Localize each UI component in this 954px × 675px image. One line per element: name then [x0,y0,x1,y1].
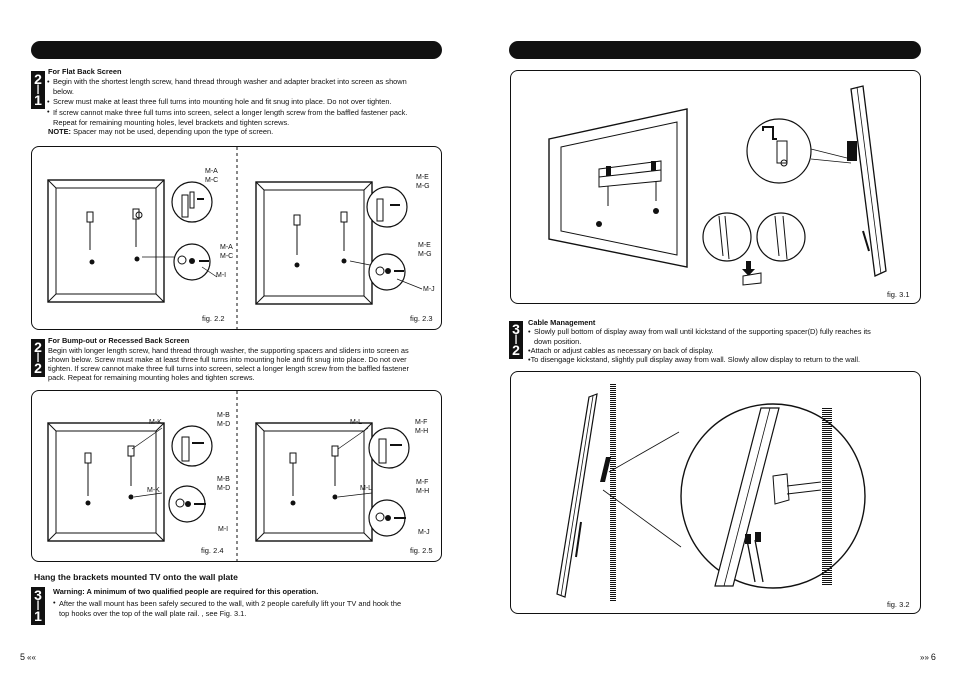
figure-panel-3-2: fig. 3.2 [510,371,921,614]
bullet-icon: • [528,327,531,336]
section-2-2-line: Begin with longer length screw, hand thr… [48,346,409,355]
right-header-bar [509,41,921,59]
step-badge-3-1: 3 | 1 [31,587,45,625]
badge-digit: 1 [34,92,42,108]
callout-label: M-H [416,488,430,495]
callout-label: M-G [416,183,430,190]
section-3-1-line: top hooks over the top of the wall plate… [59,609,247,618]
callout-label: M-E [418,242,431,249]
figure-caption-3-2: fig. 3.2 [887,600,910,609]
bullet-icon: • [47,97,50,106]
section-2-2-line: pack. Repeat for remaining mounting hole… [48,373,255,382]
section-2-2-line: shown below. Screw must make at least th… [48,355,407,364]
figure-3-2-drawing [556,384,866,602]
callout-label: M-G [418,251,432,258]
callout-label: M-L [360,485,373,492]
section-3-2-title: Cable Management [528,318,596,327]
bullet-icon: • [47,107,50,116]
hang-brackets-heading: Hang the brackets mounted TV onto the wa… [34,572,238,582]
section-2-1-line: Screw must make at least three full turn… [53,97,392,106]
callout-label: M-E [416,174,429,181]
badge-digit: 1 [34,608,42,624]
figure-panel-3-1: fig. 3.1 [510,70,921,304]
bullet-icon: • [53,598,56,607]
section-2-1-line: below. [53,87,74,96]
badge-sep: | [514,334,518,345]
badge-digit: 3 [34,587,42,603]
callout-label: M-B [217,476,230,483]
callout-label: M-J [423,286,435,293]
note-label: NOTE: [48,127,71,136]
bullet-icon: • [47,77,50,86]
section-2-1-line: Begin with the shortest length screw, ha… [53,77,407,86]
section-3-2-line: Slowly pull bottom of display away from … [534,327,871,336]
next-arrows-icon: »» [920,653,929,662]
figure-caption-2-5: fig. 2.5 [410,546,433,555]
figure-2-4-2-5-drawing [47,391,410,561]
callout-label: M-D [217,421,231,428]
badge-digit: 3 [512,321,520,337]
figure-caption-2-3: fig. 2.3 [410,314,433,323]
callout-label: M-I [216,272,227,279]
callout-label: M-F [416,479,429,486]
callout-label: M-F [415,419,428,426]
figure-caption-3-1: fig. 3.1 [887,290,910,299]
callout-label: M-C [205,177,219,184]
callout-label: M-C [220,253,234,260]
badge-sep: | [36,84,40,95]
note-text: Spacer may not be used, depending upon t… [73,127,274,136]
section-2-2-line: tighten. If screw cannot make three full… [48,364,409,373]
badge-digit: 2 [512,342,520,358]
page-number-right: »»6 [920,652,936,662]
section-3-2-line: •Attach or adjust cables as necessary on… [528,346,714,355]
badge-digit: 2 [34,71,42,87]
callout-label: M-L [350,419,363,426]
left-header-bar [31,41,442,59]
callout-label: M-A [220,244,233,251]
section-3-2-line: down position. [534,337,582,346]
prev-arrows-icon: «« [27,653,36,662]
figure-caption-2-2: fig. 2.2 [202,314,225,323]
callout-label: M-I [218,526,229,533]
warning-text: Warning: A minimum of two qualified peop… [53,587,319,596]
callout-label: M-A [205,168,218,175]
badge-digit: 2 [34,339,42,355]
figure-2-2-2-3-drawing [47,147,423,329]
callout-label: M-K [147,487,160,494]
callout-label: M-J [418,529,430,536]
figure-3-1-drawing [548,85,887,286]
step-badge-3-2: 3 | 2 [509,321,523,359]
figure-panel-2-4-2-5: M-K M-B M-D M-K M-B M-D M-I M-L M-F M-H … [31,390,442,562]
page-number-left: 5«« [20,652,36,662]
figure-panel-2-2-2-3: M-A M-C M-A M-C M-I M-E M-G M-E M-G M-J … [31,146,442,330]
section-3-1-line: After the wall mount has been safely sec… [59,599,402,608]
page-number: 5 [20,652,26,662]
section-2-1-note: NOTE: Spacer may not be used, depending … [48,127,273,137]
badge-digit: 2 [34,360,42,376]
callout-label: M-B [217,412,230,419]
callout-label: M-K [149,419,162,426]
figure-caption-2-4: fig. 2.4 [201,546,224,555]
badge-sep: | [36,352,40,363]
callout-label: M-D [217,485,231,492]
step-badge-2-2: 2 | 2 [31,339,45,377]
section-2-2-title: For Bump-out or Recessed Back Screen [48,336,190,345]
step-badge-2-1: 2 | 1 [31,71,45,109]
section-2-1-line: Repeat for remaining mounting holes, lev… [53,118,290,127]
section-3-2-line: •To disengage kickstand, slightly pull d… [528,355,861,364]
callout-label: M-H [415,428,429,435]
badge-sep: | [36,600,40,611]
page-number: 6 [930,652,936,662]
section-2-1-title: For Flat Back Screen [48,67,122,76]
section-2-1-line: If screw cannot make three full turns in… [53,108,408,117]
